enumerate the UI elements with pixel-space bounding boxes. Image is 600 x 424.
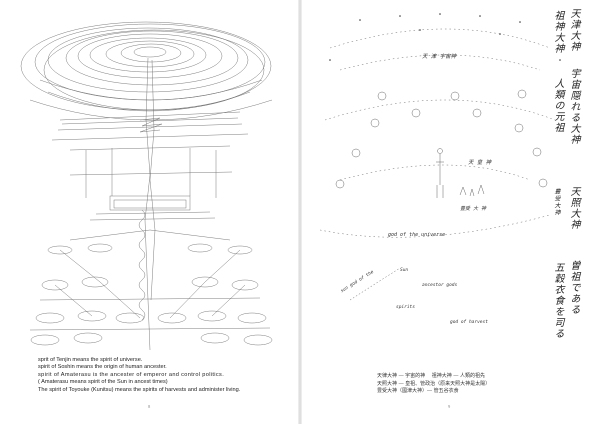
label-god-of-harvest: god of harvest bbox=[450, 320, 488, 325]
caption-line: The spirit of Toyouke (Kunitsu) means th… bbox=[38, 386, 241, 393]
right-page: 天 津 宇宙神 天 皇 神 豊受 大 神 god of the universe… bbox=[300, 0, 600, 424]
cosmology-sketch-drawing bbox=[319, 13, 561, 301]
label-heaven-god: 天 津 宇宙神 bbox=[422, 54, 457, 60]
vertical-text-col: 天照大神 bbox=[568, 186, 579, 230]
caption-line: sprit of Tenjin means the spirit of univ… bbox=[38, 357, 143, 363]
vertical-text-col: 五穀衣食を司る bbox=[552, 262, 563, 339]
caption-line: ( Amaterasu means spirit of the Sun in a… bbox=[38, 379, 168, 386]
label-harvest-god: 豊受 大 神 bbox=[460, 206, 487, 212]
japanese-caption-line: 天律大神 ― 宇宙的神 祖神大神 ― 人類的祖先 bbox=[377, 373, 485, 379]
japanese-caption-line: 天照大神 ― 皇祖、管政治（原来天照大神是太陽） bbox=[377, 380, 491, 387]
japanese-caption-block: 天律大神 ― 宇宙的神 祖神大神 ― 人類的祖先 天照大神 ― 皇祖、管政治（原… bbox=[377, 373, 587, 396]
left-page: sprit of Tenjin means the spirit of univ… bbox=[20, 21, 293, 409]
label-spirits: spirits bbox=[396, 305, 415, 310]
caption-line: spirit of Amaterasu is the ancester of e… bbox=[38, 371, 225, 378]
label-emperor-god: 天 皇 神 bbox=[468, 160, 492, 166]
caption-line: spirit of Soshin means the origin of hum… bbox=[38, 364, 167, 371]
japanese-caption-line: 豊受大神（國津大神）― 管五谷衣食 bbox=[377, 388, 459, 394]
vertical-text-col: 豊受大神 bbox=[553, 188, 560, 216]
label-ancestor-gods: ancestor gods bbox=[422, 283, 458, 288]
page-number: 8 bbox=[148, 404, 151, 409]
caption-block: sprit of Tenjin means the spirit of univ… bbox=[38, 357, 293, 394]
vertical-text-col: 曽祖である bbox=[568, 260, 579, 315]
vertical-text-col: 祖神大神 bbox=[552, 10, 563, 54]
label-sun: Sun bbox=[400, 268, 409, 273]
vertical-text-col: 宇宙隠れる大神 bbox=[568, 68, 579, 145]
page-number: 9 bbox=[448, 404, 451, 409]
vertical-text-col: 天津大神 bbox=[568, 8, 579, 52]
vertical-text-col: 人類の元祖 bbox=[552, 78, 563, 133]
book-gutter bbox=[298, 0, 302, 424]
spiral-sketch-drawing bbox=[20, 21, 273, 351]
label-god-of-universe: god of the universe bbox=[388, 232, 446, 238]
